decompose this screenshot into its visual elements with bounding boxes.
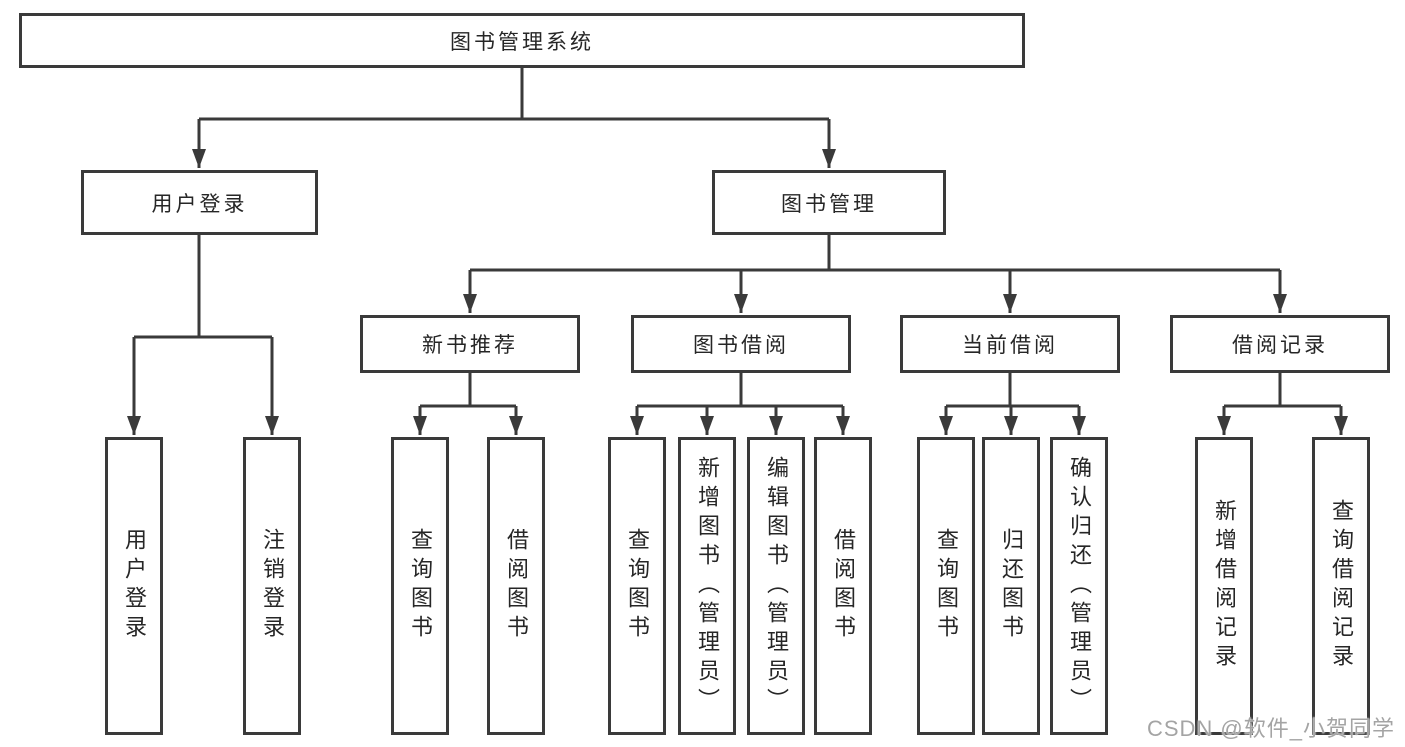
- node-borrow-books-recommend: 借阅图书: [487, 437, 545, 735]
- node-label: 新书推荐: [422, 334, 518, 357]
- node-label: 新增借阅记录: [1212, 499, 1237, 673]
- node-borrow-books-borrowing: 借阅图书: [814, 437, 872, 735]
- trunk-current: [946, 373, 1079, 408]
- node-logout-leaf: 注销登录: [243, 437, 301, 735]
- node-new-book-recommend: 新书推荐: [360, 315, 580, 373]
- trunk-borrowing: [637, 373, 843, 408]
- node-book-management-branch: 图书管理: [712, 170, 946, 235]
- node-label: 借阅图书: [831, 528, 856, 644]
- node-book-borrowing: 图书借阅: [631, 315, 851, 373]
- node-user-login-leaf: 用户登录: [105, 437, 163, 735]
- trunk-records: [1224, 373, 1341, 408]
- node-add-book-admin: 新增图书（管理员）: [678, 437, 736, 735]
- node-label: 当前借阅: [962, 334, 1058, 357]
- node-label: 确认归还（管理员）: [1067, 455, 1092, 717]
- node-label: 注销登录: [260, 528, 285, 644]
- watermark: CSDN @软件_小贺同学: [1146, 716, 1395, 741]
- node-add-borrow-record: 新增借阅记录: [1195, 437, 1253, 735]
- node-query-books-recommend: 查询图书: [391, 437, 449, 735]
- node-user-login-branch: 用户登录: [81, 170, 318, 235]
- node-label: 图书管理: [781, 192, 877, 216]
- trunk-user: [134, 235, 272, 339]
- node-label: 归还图书: [999, 528, 1024, 644]
- node-label: 借阅记录: [1232, 334, 1328, 357]
- trunk-root: [199, 68, 829, 121]
- node-label: 用户登录: [122, 528, 147, 644]
- node-label: 图书借阅: [693, 334, 789, 357]
- node-label: 查询图书: [934, 528, 959, 644]
- node-return-books: 归还图书: [982, 437, 1040, 735]
- node-label: 查询图书: [625, 528, 650, 644]
- node-label: 图书管理系统: [450, 30, 594, 54]
- connector-group: [127, 68, 1348, 435]
- trunk-recommend: [420, 373, 516, 408]
- node-label: 用户登录: [151, 192, 248, 216]
- node-label: 借阅图书: [504, 528, 529, 644]
- trunk-books: [470, 235, 1280, 272]
- node-label: 查询图书: [408, 528, 433, 644]
- node-label: 新增图书（管理员）: [695, 455, 720, 717]
- node-label: 编辑图书（管理员）: [764, 455, 789, 717]
- node-confirm-return-admin: 确认归还（管理员）: [1050, 437, 1108, 735]
- node-query-books-current: 查询图书: [917, 437, 975, 735]
- node-query-borrow-record: 查询借阅记录: [1312, 437, 1370, 735]
- node-label: 查询借阅记录: [1329, 499, 1354, 673]
- node-query-books-borrowing: 查询图书: [608, 437, 666, 735]
- node-library-management-system: 图书管理系统: [19, 13, 1025, 68]
- node-edit-book-admin: 编辑图书（管理员）: [747, 437, 805, 735]
- node-borrowing-records: 借阅记录: [1170, 315, 1390, 373]
- node-current-borrowing: 当前借阅: [900, 315, 1120, 373]
